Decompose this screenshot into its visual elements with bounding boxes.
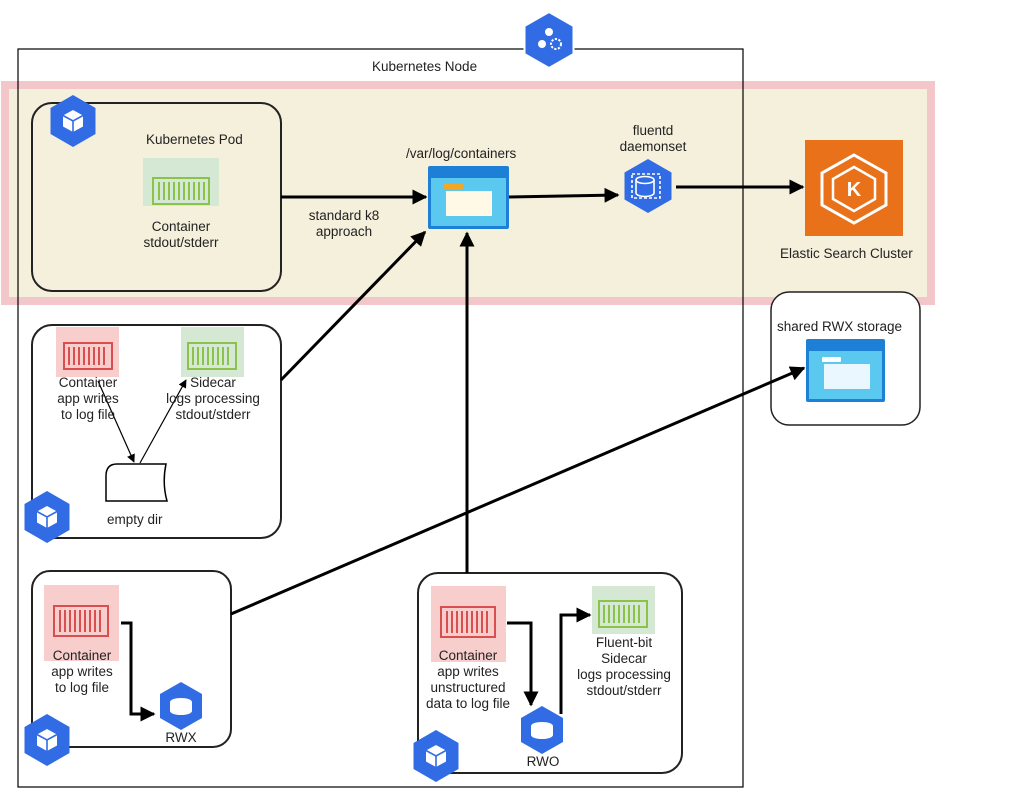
pod4-sidecar-line3: logs processing xyxy=(577,667,671,682)
svg-text:K: K xyxy=(847,179,862,201)
rwx-storage-label: shared RWX storage xyxy=(777,319,903,334)
pod2-sidecar-line1: Sidecar xyxy=(190,375,236,390)
pod2-sidecar-label: Sidecar logs processing stdout/stderr xyxy=(155,375,271,423)
pod2-container-line3: to log file xyxy=(60,407,116,422)
pod4-container-line2: app writes xyxy=(437,664,499,679)
edge-label-line1: standard k8 xyxy=(308,208,380,223)
pod2-sidecar-icon xyxy=(187,342,237,370)
arrow-varlog-to-fluentd xyxy=(508,187,620,203)
empty-dir-label: empty dir xyxy=(107,512,163,527)
pod4-sidecar-line4: stdout/stderr xyxy=(586,683,662,698)
pod4-sidecar-line2: Sidecar xyxy=(601,651,647,666)
kubernetes-node-box xyxy=(17,48,744,788)
fluentd-label: fluentd daemonset xyxy=(617,123,689,155)
arrow-pod2-to-varlog xyxy=(279,230,427,382)
rwx-volume-label: RWX xyxy=(165,730,197,745)
rwo-volume-icon xyxy=(521,706,563,754)
pod1-container-label: Container stdout/stderr xyxy=(140,219,222,251)
pod3-container-bg xyxy=(44,585,119,661)
es-label: Elastic Search Cluster xyxy=(780,246,913,261)
fluentd-label-line2: daemonset xyxy=(619,139,687,154)
pod3-container-line3: to log file xyxy=(54,680,110,695)
arrow-container-to-emptydir xyxy=(97,380,135,463)
pod1-title: Kubernetes Pod xyxy=(146,132,243,147)
pod4-container-bg xyxy=(431,586,506,662)
pod2-container-line1: Container xyxy=(58,375,118,390)
edge-label-line2: approach xyxy=(315,224,373,239)
pod4-container-line3: unstructured xyxy=(430,680,506,695)
pod2-container-label: Container app writes to log file xyxy=(46,375,130,423)
fluentd-daemonset-icon xyxy=(624,159,672,213)
rwo-volume-label: RWO xyxy=(526,754,560,769)
pod4-sidecar-line1: Fluent-bit xyxy=(595,635,653,650)
rwx-volume-icon xyxy=(160,682,202,730)
pod2-sidecar-line3: stdout/stderr xyxy=(175,407,251,422)
pod2-container-line2: app writes xyxy=(57,391,119,406)
pod1-container-icon xyxy=(152,177,210,205)
pod4-container-line1: Container xyxy=(438,648,498,663)
pod4-sidecar-label: Fluent-bit Sidecar logs processing stdou… xyxy=(566,635,682,699)
pod1-container-line2: stdout/stderr xyxy=(143,235,219,250)
var-log-folder-icon xyxy=(428,166,509,229)
node-title: Kubernetes Node xyxy=(372,59,478,74)
fluentd-label-line1: fluentd xyxy=(632,123,674,138)
cluster-control-icon xyxy=(523,10,575,70)
varlog-label: /var/log/containers xyxy=(406,146,517,161)
pod4-sidecar-icon xyxy=(598,600,648,628)
pod2-box xyxy=(31,324,282,539)
arrow-pod3-to-rwx-storage xyxy=(230,366,806,616)
standard-approach-label: standard k8 approach xyxy=(288,208,400,240)
pod2-sidecar-line2: logs processing xyxy=(166,391,260,406)
pod2-container-icon xyxy=(63,342,113,370)
elastic-search-icon: K xyxy=(805,140,903,236)
pod3-container-line2: app writes xyxy=(51,664,113,679)
pod3-container-label: Container app writes to log file xyxy=(40,648,124,696)
pod4-container-label: Container app writes unstructured data t… xyxy=(413,648,523,712)
pod3-container-line1: Container xyxy=(52,648,112,663)
pod1-container-line1: Container xyxy=(151,219,211,234)
pod4-container-line4: data to log file xyxy=(425,696,511,711)
rwx-storage-folder-icon xyxy=(806,339,885,402)
arrow-emptydir-to-sidecar xyxy=(139,379,187,464)
arrow-container-to-rwx xyxy=(121,621,156,722)
arrow-rwo-to-fluentbit xyxy=(559,607,592,714)
arrow-container-to-rwo xyxy=(507,621,539,707)
pod4-container-icon xyxy=(440,606,496,638)
pod3-container-icon xyxy=(53,605,109,637)
empty-dir-shape xyxy=(105,463,168,502)
pod1-container-bg xyxy=(143,158,219,206)
